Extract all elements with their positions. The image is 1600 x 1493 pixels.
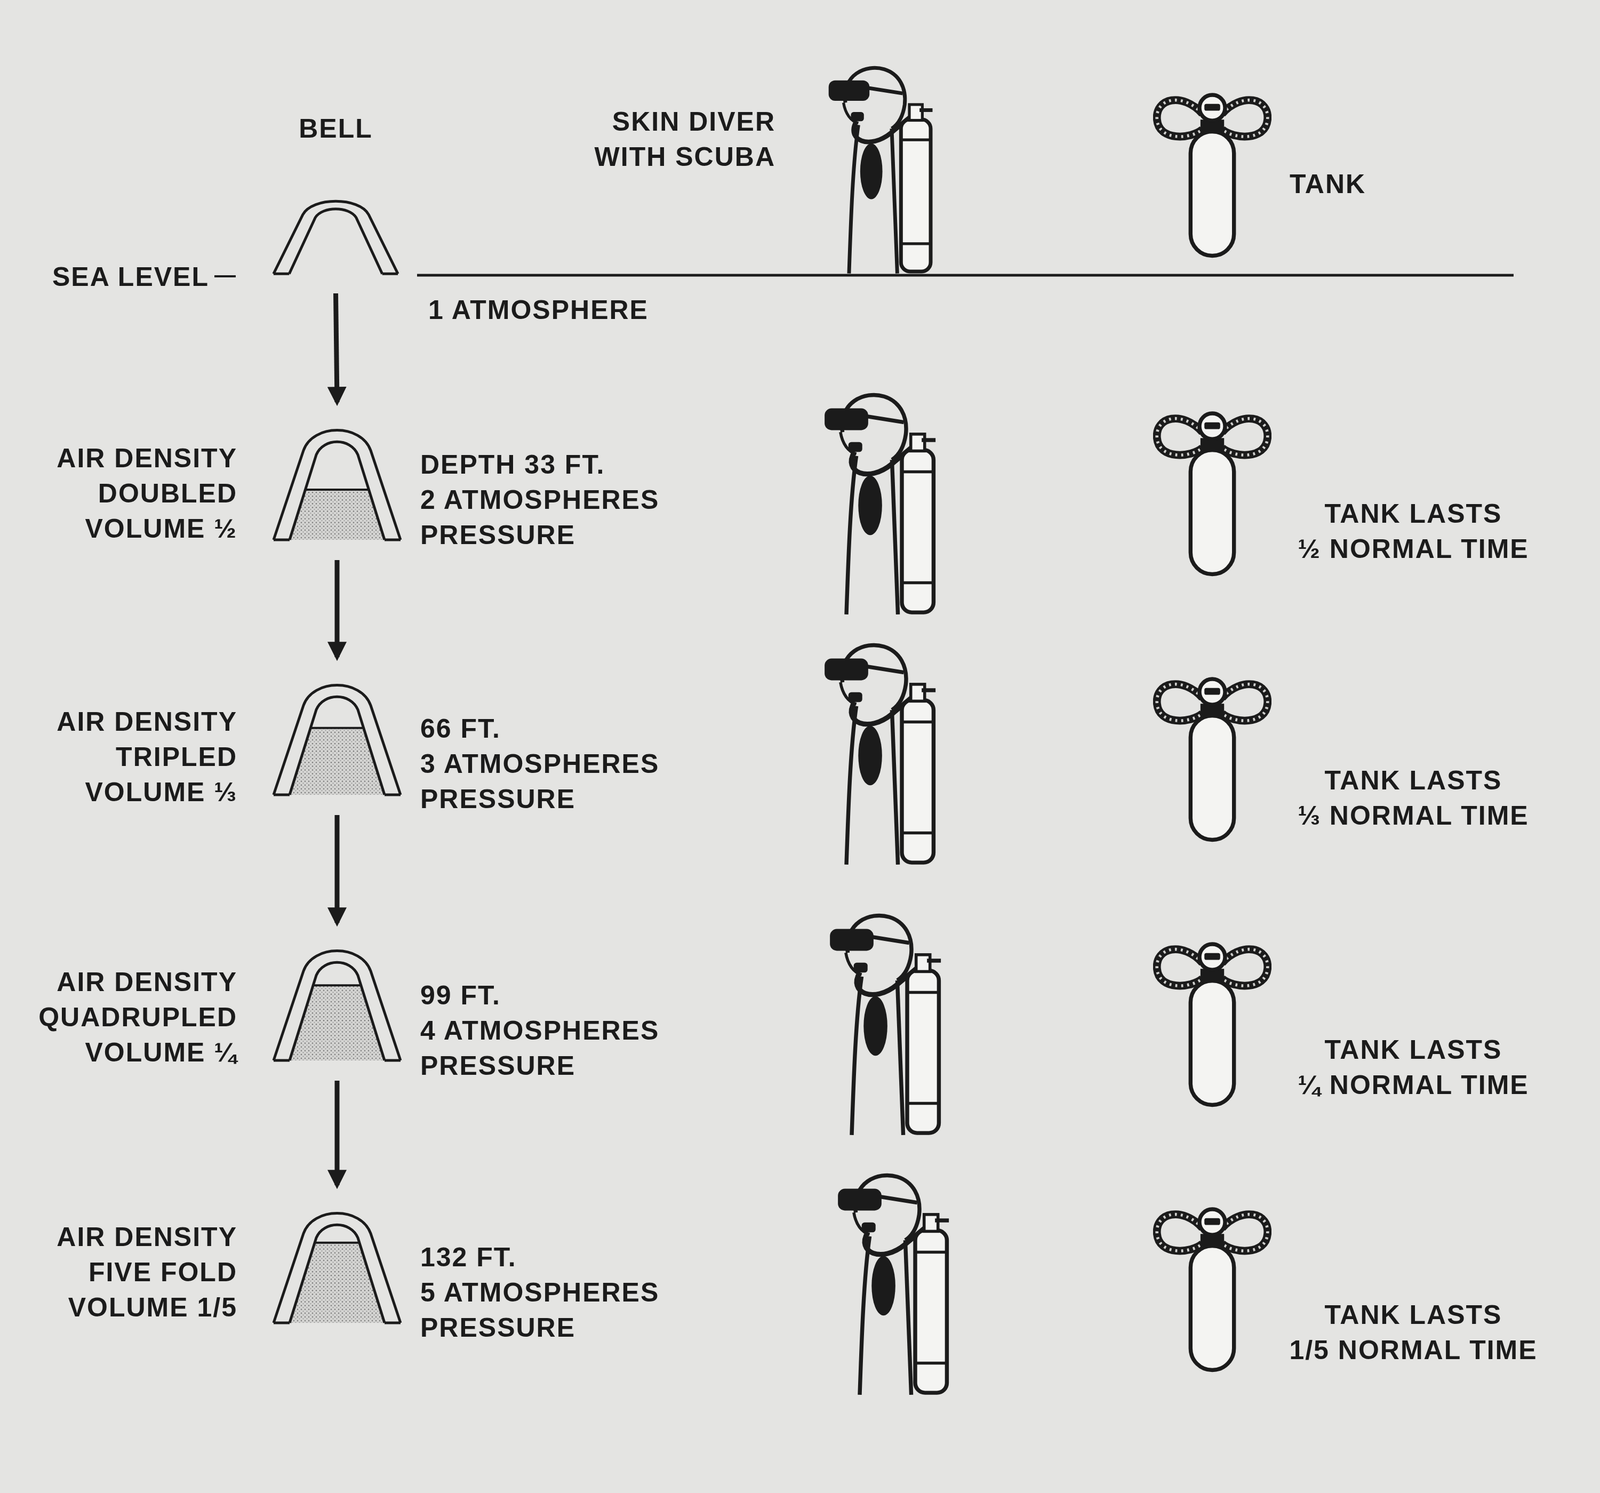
caption-label: SKIN DIVER WITH SCUBA: [594, 104, 776, 175]
bell-outline: [270, 423, 404, 542]
bell-outline: [270, 196, 402, 276]
diver-figure: [828, 67, 933, 274]
bell-heading: BELL: [190, 110, 482, 147]
air-density-note: AIR DENSITY TRIPLED VOLUME ⅓: [56, 704, 238, 810]
air-density-note: AIR DENSITY DOUBLED VOLUME ½: [56, 440, 238, 547]
depth-note: DEPTH 33 FT. 2 ATMOSPHERES PRESSURE: [420, 446, 660, 553]
diver-figure: [837, 1175, 949, 1395]
scuba-tank: [1156, 413, 1268, 575]
caption-label: TANK LASTS ½ NORMAL TIME: [1242, 496, 1584, 567]
scuba-tank: [1156, 678, 1268, 840]
bell-outline: [270, 944, 404, 1063]
bell-outline: [270, 1206, 404, 1325]
down-arrow: [334, 1080, 340, 1186]
diving-bell: AIR DENSITY FIVE FOLD VOLUME 1/5132 FT. …: [270, 1206, 404, 1325]
air-density-note: AIR DENSITY QUADRUPLED VOLUME ¼: [38, 964, 238, 1070]
diving-bell: AIR DENSITY TRIPLED VOLUME ⅓66 FT. 3 ATM…: [270, 678, 404, 797]
caption-label: SEA LEVEL: [52, 259, 210, 295]
down-arrow: [334, 560, 340, 658]
depth-note: 132 FT. 5 ATMOSPHERES PRESSURE: [420, 1239, 660, 1346]
sea-level-line: [417, 274, 1514, 277]
diver-figure: [824, 395, 936, 615]
diver-figure: [824, 645, 936, 865]
caption-label: TANK: [1289, 166, 1366, 202]
down-arrow: [336, 293, 338, 403]
bell-outline: [270, 678, 404, 797]
down-arrow: [334, 814, 340, 923]
air-density-note: AIR DENSITY FIVE FOLD VOLUME 1/5: [56, 1219, 238, 1325]
caption-label: TANK LASTS ¼ NORMAL TIME: [1242, 1032, 1584, 1103]
caption-label: TANK LASTS 1/5 NORMAL TIME: [1242, 1297, 1584, 1368]
diving-bell: AIR DENSITY DOUBLED VOLUME ½DEPTH 33 FT.…: [270, 423, 404, 542]
scuba-tank: [1156, 94, 1268, 256]
diver-figure: [829, 915, 941, 1135]
caption-label: TANK LASTS ⅓ NORMAL TIME: [1242, 762, 1584, 834]
depth-note: 66 FT. 3 ATMOSPHERES PRESSURE: [420, 710, 660, 817]
scuba-tank: [1156, 1209, 1268, 1371]
scuba-tank: [1156, 944, 1268, 1106]
sea-level-tick: [214, 275, 236, 278]
diving-bell: BELL: [270, 196, 402, 276]
depth-note: 99 FT. 4 ATMOSPHERES PRESSURE: [420, 977, 660, 1084]
diving-bell: AIR DENSITY QUADRUPLED VOLUME ¼99 FT. 4 …: [270, 944, 404, 1063]
caption-label: 1 ATMOSPHERE: [428, 292, 649, 328]
